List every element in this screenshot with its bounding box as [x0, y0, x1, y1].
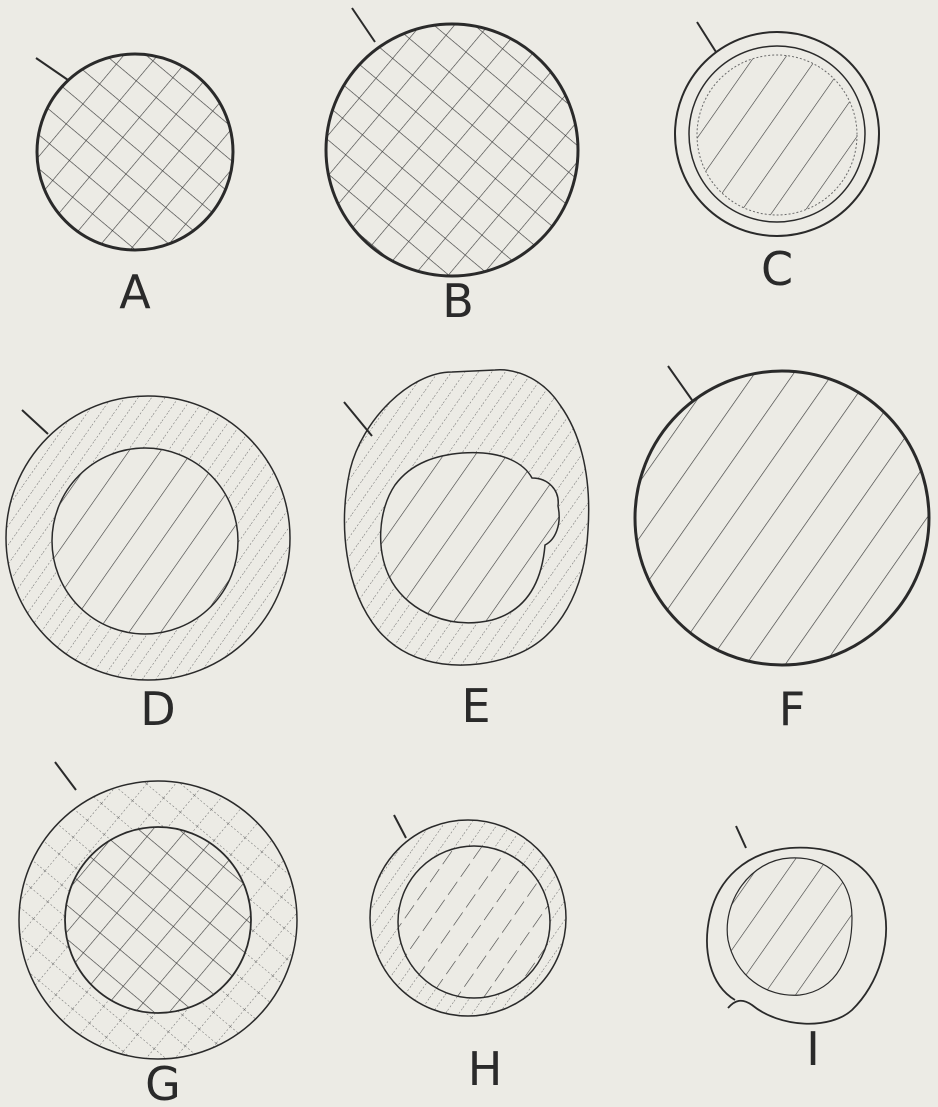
panel-g-label: G	[145, 1057, 181, 1107]
panel-f: F	[635, 366, 929, 736]
panel-c: C	[675, 22, 879, 296]
panel-d-tail	[22, 410, 48, 434]
panel-b-label: B	[442, 274, 474, 328]
panel-d-label: D	[140, 682, 175, 736]
panel-h: H	[370, 815, 566, 1096]
panel-c-cytoplasm	[697, 55, 857, 215]
panel-a-tail	[36, 58, 68, 80]
panel-h-cell-hatch	[398, 846, 550, 998]
panel-f-cell	[635, 371, 929, 665]
panel-d: D	[6, 396, 290, 736]
panel-g-cell-hatch	[65, 827, 251, 1013]
panel-e-label: E	[461, 679, 490, 733]
panel-i-tail	[736, 826, 746, 848]
panel-c-tail	[697, 22, 716, 52]
panel-h-tail	[394, 815, 406, 838]
panel-b-tail	[352, 8, 375, 42]
panel-a-cell	[37, 54, 233, 250]
panel-g: G	[19, 762, 297, 1107]
panel-a: A	[36, 54, 233, 319]
panel-i-label: I	[806, 1022, 820, 1076]
panel-a-label: A	[119, 265, 151, 319]
panel-b: B	[326, 8, 578, 328]
panel-e: E	[344, 370, 589, 733]
panel-i-cell	[727, 858, 852, 995]
panel-h-label: H	[468, 1042, 503, 1096]
panel-g-tail	[55, 762, 76, 790]
panel-d-cell-hatch	[52, 448, 238, 634]
panel-b-cell	[326, 24, 578, 276]
panel-f-tail	[668, 366, 692, 400]
panel-f-label: F	[779, 682, 805, 736]
panel-i: I	[707, 826, 886, 1076]
panel-c-label: C	[761, 242, 793, 296]
